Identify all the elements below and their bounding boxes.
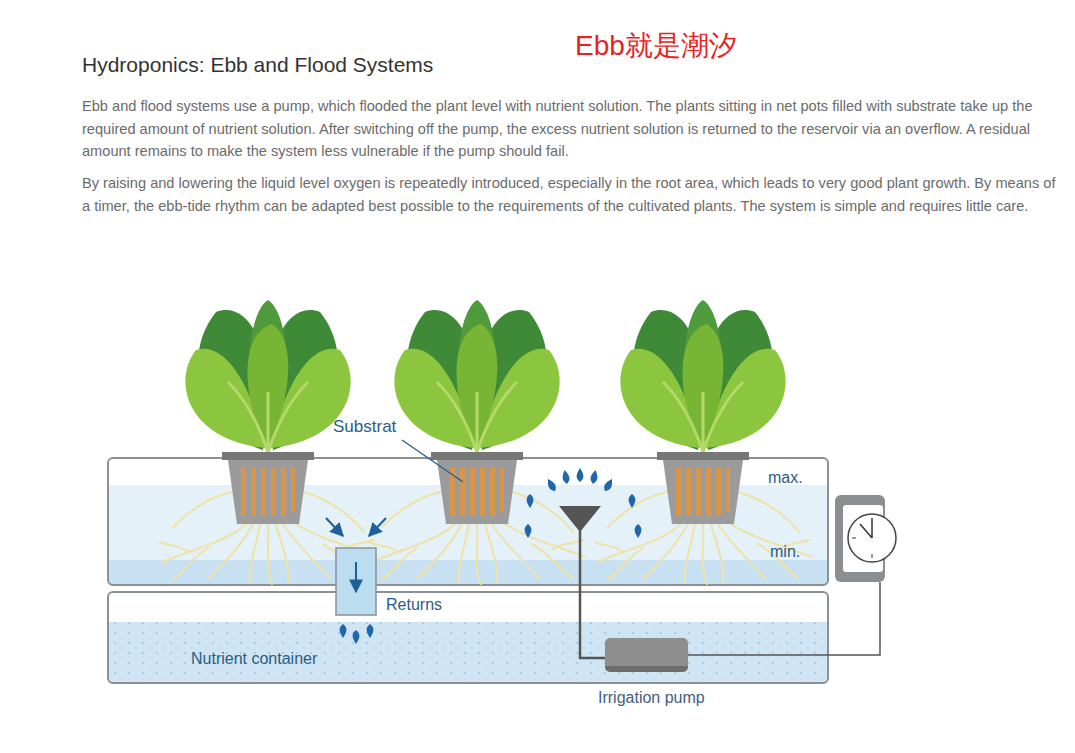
grow-tray: max. min. [108,458,828,585]
timer [835,495,896,582]
paragraph: By raising and lowering the liquid level… [82,172,1057,217]
return-arrow [355,585,357,592]
irrigation-pump: Irrigation pump [605,638,688,672]
part-label: Substrat [333,417,396,437]
plant [369,300,585,584]
timer-wire [688,582,880,655]
annotation: Ebb就是潮汐 [575,27,737,65]
plant [595,300,811,584]
nutrient-tank [108,592,828,683]
paragraph: Ebb and flood systems use a pump, which … [82,95,1057,163]
return-pipe [326,518,386,644]
container-label: Nutrient container [191,650,317,668]
title: Hydroponics: Ebb and Flood Systems [82,53,433,77]
supply-pipe [580,585,605,658]
leader-line [402,440,463,482]
plant [160,300,376,584]
level-mark: min. [770,543,800,561]
nutrient-container: Nutrient container Irrigation pump [108,592,828,683]
edge-label: Returns [386,596,442,614]
pump-label: Irrigation pump [598,689,705,707]
sprinkler [525,468,642,585]
level-mark: max. [768,469,803,487]
